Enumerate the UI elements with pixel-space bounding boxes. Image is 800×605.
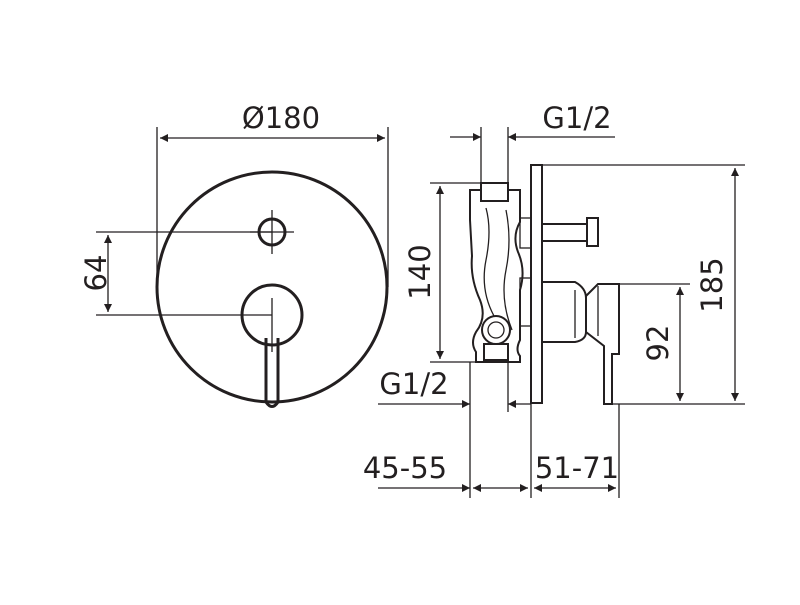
cover-plate-circle — [155, 170, 389, 404]
height-185-label: 185 — [695, 257, 729, 312]
depth-51-71-label: 51-71 — [535, 451, 619, 485]
diameter-label: Ø180 — [242, 101, 320, 135]
bottom-connection-dimension: G1/2 — [378, 362, 532, 412]
height-140-dimension: 140 — [403, 182, 484, 363]
side-view — [469, 164, 620, 405]
depth-45-55-label: 45-55 — [363, 451, 447, 485]
diameter-dimension: Ø180 — [156, 101, 389, 287]
side-cartridge — [541, 281, 587, 343]
side-diverter-knob — [541, 223, 588, 242]
spacing-64-dimension: 64 — [79, 231, 272, 316]
side-cover-plate — [530, 164, 543, 404]
lever-handle — [264, 338, 280, 408]
bottom-outlet-ring — [481, 315, 511, 345]
spacing-64-label: 64 — [79, 255, 113, 292]
valve-body — [469, 189, 524, 363]
top-connection-dimension: G1/2 — [450, 101, 615, 183]
depth-51-71-dimension: 51-71 — [534, 404, 620, 498]
top-connection-label: G1/2 — [542, 101, 611, 135]
top-connection-block — [480, 182, 509, 202]
height-92-label: 92 — [641, 325, 675, 362]
bottom-connection-block — [483, 343, 509, 361]
depth-45-55-dimension: 45-55 — [363, 412, 532, 498]
front-view — [155, 170, 389, 408]
bottom-connection-label: G1/2 — [379, 367, 448, 401]
height-140-label: 140 — [403, 244, 437, 299]
height-92-dimension: 92 — [619, 283, 690, 401]
height-185-dimension: 185 — [542, 164, 745, 405]
side-lever — [585, 283, 620, 405]
